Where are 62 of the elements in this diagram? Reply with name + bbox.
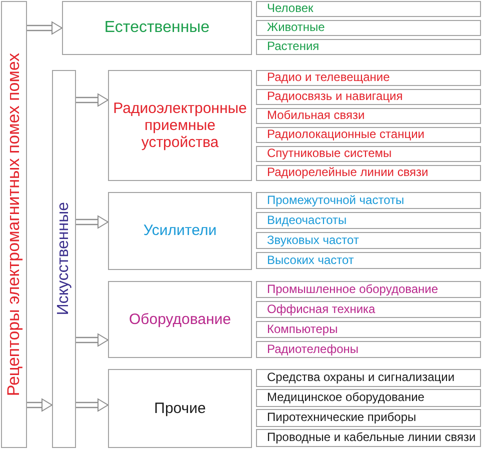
- item-label: Пиротехнические приборы: [267, 411, 416, 425]
- item-box: [256, 429, 481, 447]
- item-label: Оффисная техника: [267, 302, 376, 316]
- item-box: [256, 252, 481, 269]
- item-label: Высоких частот: [267, 254, 354, 268]
- item-label: Компьютеры: [267, 322, 338, 336]
- item-label: Растения: [267, 40, 320, 54]
- item-label: Радиолокационные станции: [267, 128, 424, 142]
- item-label: Медицинское оборудование: [267, 391, 424, 405]
- item-label: Радио и телевещание: [267, 71, 390, 85]
- category-label: Усилители: [143, 222, 217, 240]
- item-label: Видеочастоты: [267, 214, 347, 228]
- band-label: Рецепторы электромагнитных помех помех: [4, 52, 24, 396]
- item-label: Спутниковые системы: [267, 147, 392, 161]
- hollow-arrow: [75, 216, 109, 228]
- item-box: [256, 369, 481, 387]
- item-box: [256, 20, 481, 36]
- item-label: Радиосвязь и навигация: [267, 90, 403, 104]
- category-box: [108, 281, 252, 358]
- item-box: [256, 165, 481, 181]
- category-label: Прочие: [154, 400, 206, 418]
- category-box: [108, 192, 252, 270]
- hollow-arrow: [75, 334, 109, 346]
- item-box: [256, 192, 481, 209]
- hollow-arrow: [75, 398, 109, 412]
- item-box: [256, 389, 481, 407]
- category-box: [108, 369, 252, 448]
- item-label: Промышленное оборудование: [267, 282, 438, 296]
- item-box: [256, 321, 481, 338]
- hollow-arrow: [26, 22, 63, 34]
- item-box: [256, 39, 481, 55]
- hollow-arrow: [26, 398, 53, 412]
- item-box: [256, 70, 481, 86]
- category-label: Радиоэлектронные приемные устройства: [112, 100, 248, 152]
- item-box: [256, 212, 481, 229]
- item-label: Мобильная связи: [267, 109, 365, 123]
- category-label: Естественные: [104, 18, 210, 38]
- hollow-arrow: [75, 94, 109, 106]
- category-box: [62, 1, 252, 55]
- item-label: Средства охраны и сигнализации: [267, 371, 455, 385]
- item-label: Промежуточной частоты: [267, 194, 404, 208]
- item-box: [256, 127, 481, 143]
- item-label: Проводные и кабельные линии связи: [267, 431, 476, 445]
- category-label: Оборудование: [128, 310, 232, 328]
- category-box: [108, 70, 252, 181]
- item-box: [256, 232, 481, 249]
- item-box: [256, 146, 481, 162]
- item-box: [256, 108, 481, 124]
- item-label: Животные: [267, 21, 325, 35]
- item-label: Радиорелейные линии связи: [267, 166, 428, 180]
- item-label: Человек: [267, 2, 314, 16]
- item-box: [256, 409, 481, 427]
- item-box: [256, 1, 481, 17]
- item-box: [256, 281, 481, 298]
- vertical-band: [1, 1, 27, 448]
- item-box: [256, 341, 481, 358]
- vertical-band: [52, 70, 76, 448]
- item-label: Радиотелефоны: [267, 342, 359, 356]
- item-box: [256, 89, 481, 105]
- item-box: [256, 301, 481, 318]
- item-label: Звуковых частот: [267, 234, 359, 248]
- band-label: Искусственные: [55, 202, 73, 316]
